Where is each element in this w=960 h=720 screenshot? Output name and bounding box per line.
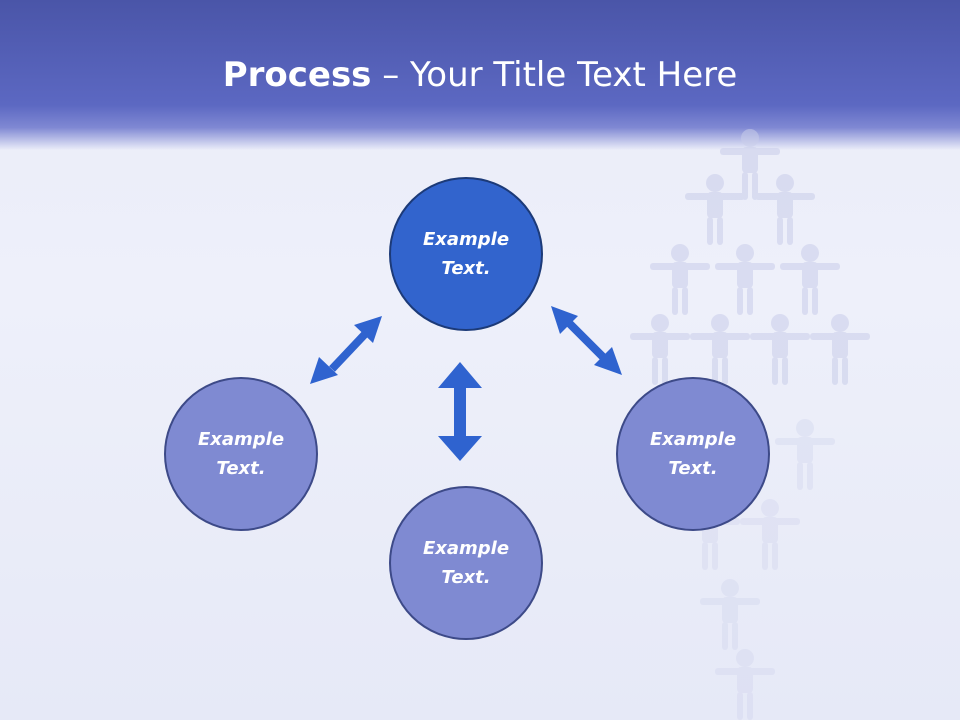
node-bottom: Example Text. [389,486,543,640]
node-top: Example Text. [389,177,543,331]
node-right-line1: Example [649,429,737,450]
node-left: Example Text. [164,377,318,531]
title-rest: – Your Title Text Here [371,55,738,95]
node-left-line1: Example [197,429,285,450]
title-bar [0,0,960,150]
node-bottom-line1: Example [422,538,510,559]
node-top-line2: Text. [441,258,491,279]
title-bold: Process [222,55,372,95]
node-top-line1: Example [422,229,510,250]
arrow-top-right [551,306,622,375]
node-left-line2: Text. [216,458,266,479]
arrow-vertical [438,362,482,461]
node-right-line2: Text. [668,458,718,479]
node-right: Example Text. [616,377,770,531]
node-bottom-line2: Text. [441,567,491,588]
arrow-top-left [310,316,382,384]
slide-title: Process – Your Title Text Here [0,52,960,98]
